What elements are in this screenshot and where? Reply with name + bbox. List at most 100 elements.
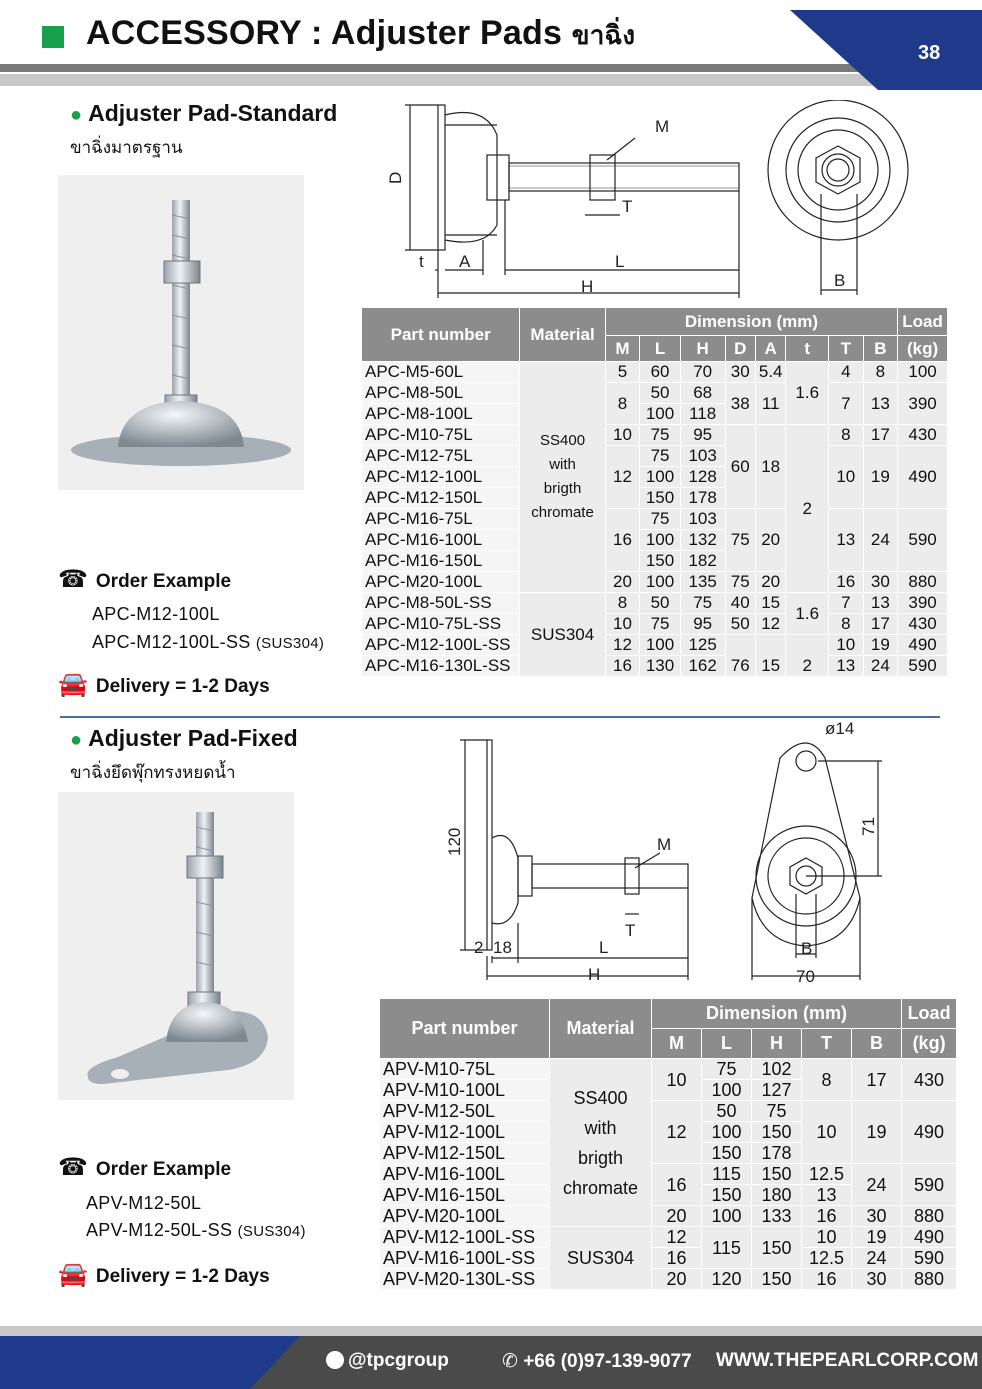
table-cell: 590 (897, 655, 948, 677)
table-cell: 1.6 (785, 361, 830, 425)
bullet-icon: ● (70, 104, 83, 126)
col-header-T: T (801, 1028, 852, 1059)
table-cell: 103 (679, 508, 726, 530)
table-cell: 60 (724, 424, 756, 509)
title-bullet-square (42, 26, 64, 48)
col-header-load: Load (901, 998, 958, 1029)
table-cell: 100 (897, 361, 948, 383)
table-cell: 10 (604, 613, 641, 635)
table-cell: 30 (850, 1268, 903, 1290)
table-cell: 95 (679, 424, 726, 446)
col-header-B: B (850, 1028, 903, 1059)
table-cell: 490 (901, 1100, 958, 1164)
table-cell: 50 (701, 1100, 752, 1122)
table-cell: APC-M20-100L (360, 571, 521, 593)
table-cell: 150 (751, 1226, 802, 1269)
dim-label-D: D (386, 172, 405, 184)
table-cell: 10 (801, 1100, 852, 1164)
table-cell: 16 (604, 508, 641, 572)
col-header-H: H (679, 335, 726, 362)
col-header-part-number: Part number (360, 307, 521, 362)
table-cell: 150 (751, 1121, 802, 1143)
table-cell: 590 (901, 1247, 958, 1269)
table-cell: 20 (651, 1268, 702, 1290)
table-cell: 30 (724, 361, 756, 383)
table-cell: 100 (701, 1079, 752, 1101)
table-row: APV-M12-100L-SS SUS304 12 115 150 10 19 … (379, 1226, 958, 1290)
order-example-line2-fixed: APV-M12-50L-SS (SUS304) (86, 1220, 306, 1240)
spec-table-fixed: Part number Material Dimension (mm) Load… (379, 998, 958, 1290)
footer-line-handle: @tpcgroup (326, 1350, 449, 1372)
table-cell: 115 (701, 1226, 752, 1269)
page-title-thai: ขาฉิ่ง (571, 21, 636, 51)
dim-label-T: T (622, 197, 632, 216)
table-cell: 75 (724, 571, 756, 593)
table-cell: 76 (724, 634, 756, 677)
product-photo-standard (58, 175, 304, 490)
table-cell: 24 (862, 655, 899, 677)
footer-website: WWW.THEPEARLCORP.COM (716, 1350, 979, 1371)
table-cell: 12 (604, 445, 641, 509)
col-header-load: Load (897, 307, 948, 336)
table-cell: APC-M10-75L (360, 424, 521, 446)
table-cell: 490 (901, 1226, 958, 1248)
table-cell: 19 (850, 1226, 903, 1248)
table-cell: 430 (897, 424, 948, 446)
table-cell: 103 (679, 445, 726, 467)
table-cell: APV-M20-100L (379, 1205, 550, 1227)
page-number-tab (790, 10, 982, 90)
table-cell: 13 (862, 592, 899, 614)
table-cell: 120 (701, 1268, 752, 1290)
table-cell: APC-M12-150L (360, 487, 521, 509)
table-cell: 19 (862, 634, 899, 656)
col-header-M: M (604, 335, 641, 362)
section-title-fixed: ●Adjuster Pad-Fixed (70, 725, 298, 751)
table-cell: 12.5 (801, 1247, 852, 1269)
table-cell: 12 (754, 613, 787, 635)
table-cell: 390 (897, 592, 948, 614)
col-header-T: T (828, 335, 864, 362)
dim-label-t: t (419, 252, 424, 271)
table-cell: 127 (751, 1079, 802, 1101)
table-cell: 10 (651, 1058, 702, 1101)
table-cell: 16 (801, 1268, 852, 1290)
table-cell: 880 (897, 571, 948, 593)
table-row: APC-M12-100L-SS 12 100 125 76 15 2 10 19… (360, 634, 948, 677)
page-title-text: ACCESSORY : Adjuster Pads (86, 14, 563, 52)
table-cell: 19 (850, 1100, 903, 1164)
table-cell: 5 (604, 361, 641, 383)
table-cell: 100 (639, 529, 681, 551)
table-cell: 150 (701, 1184, 752, 1206)
col-header-load-unit: (kg) (901, 1028, 958, 1059)
table-cell: APV-M20-130L-SS (379, 1268, 550, 1290)
table-cell: 150 (639, 487, 681, 509)
table-cell: 68 (679, 382, 726, 404)
order-example-heading-standard: ☎Order Example (58, 566, 232, 593)
material-sus304: SUS304 (519, 592, 606, 677)
table-cell: APV-M16-150L (379, 1184, 550, 1206)
dim-label-L: L (615, 252, 624, 271)
col-header-t: t (785, 335, 830, 362)
table-cell: 40 (724, 592, 756, 614)
table-cell: 60 (639, 361, 681, 383)
table-row: APC-M16-75L 16 75 103 75 20 13 24 590 (360, 508, 948, 572)
table-cell: 75 (639, 613, 681, 635)
table-row: APV-M20-130L-SS 20 120 150 16 30 880 (379, 1268, 958, 1290)
table-cell: 150 (751, 1163, 802, 1185)
table-cell: 490 (897, 634, 948, 656)
table-cell: 11 (754, 382, 787, 425)
phone-icon: ✆ (502, 1351, 518, 1372)
table-cell: 75 (639, 508, 681, 530)
table-cell: 15 (754, 634, 787, 677)
table-cell: 19 (862, 445, 899, 509)
table-cell: 150 (639, 550, 681, 572)
car-icon: 🚘 (58, 671, 88, 698)
table-cell: 16 (604, 655, 641, 677)
section-title-standard: ●Adjuster Pad-Standard (70, 100, 338, 126)
table-cell: 2 (785, 634, 830, 677)
table-cell: APC-M8-50L (360, 382, 521, 404)
order-example-heading-fixed: ☎Order Example (58, 1154, 232, 1181)
table-cell: 16 (801, 1205, 852, 1227)
table-cell: 4 (828, 361, 864, 383)
